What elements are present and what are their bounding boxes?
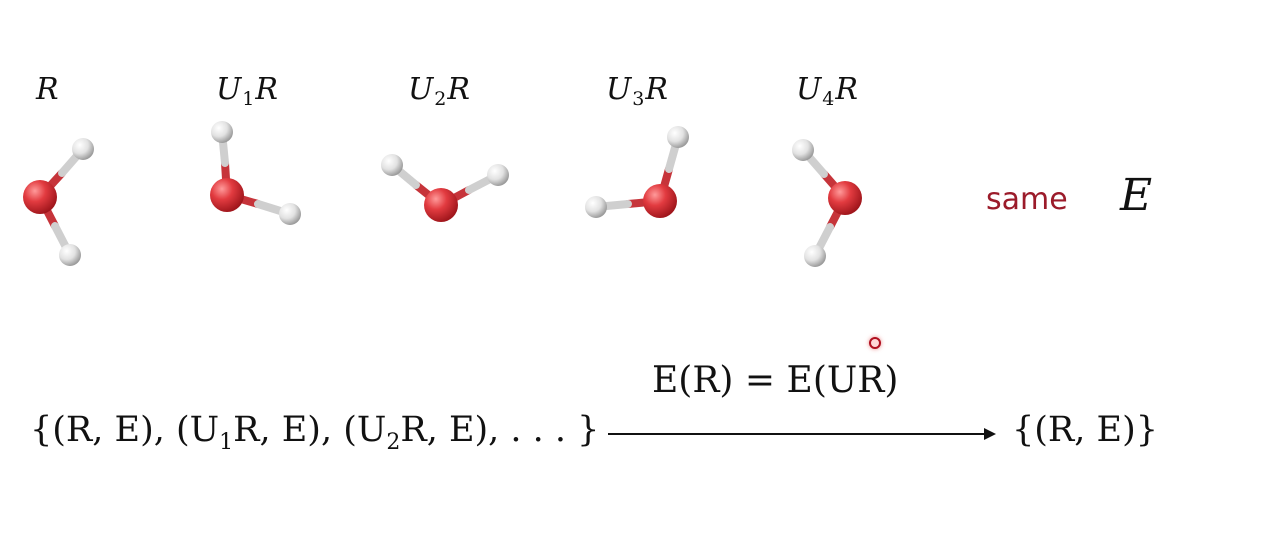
equation-equals: = (733, 360, 787, 401)
dataset-left-part2: R, E), (U (233, 410, 387, 450)
label-U3R: U3R (606, 72, 668, 110)
molecule-U4R (792, 139, 862, 267)
reduction-arrow (608, 428, 996, 440)
hydrogen-atom (279, 203, 301, 225)
oxygen-atom (643, 184, 677, 218)
hydrogen-atom (585, 196, 607, 218)
label-U2R: U2R (408, 72, 470, 110)
oxygen-atom (828, 181, 862, 215)
oxygen-atom (424, 188, 458, 222)
molecule-U3R (585, 126, 689, 218)
oxygen-atom (23, 180, 57, 214)
label-U4R-base: U (796, 72, 822, 107)
oxygen-atom (210, 178, 244, 212)
hydrogen-atom (59, 244, 81, 266)
label-U3R-sub: 3 (632, 88, 645, 110)
hydrogen-atom (72, 138, 94, 160)
same-label: same (986, 182, 1068, 217)
label-U1R: U1R (216, 72, 278, 110)
label-U1R-base: U (216, 72, 242, 107)
dataset-left-sub2: 2 (386, 430, 401, 455)
label-U4R: U4R (796, 72, 858, 110)
hydrogen-atom (667, 126, 689, 148)
invariance-equation: E(R) = E(UR) (652, 360, 898, 401)
label-U2R-tail: R (447, 72, 470, 107)
label-U4R-sub: 4 (822, 88, 835, 110)
label-R-text: R (36, 72, 59, 107)
label-U1R-sub: 1 (242, 88, 255, 110)
water-molecules-diagram (23, 121, 862, 267)
dataset-left-part1: {(R, E), (U (30, 410, 220, 450)
molecule-U2R (381, 154, 509, 222)
dataset-left-sub1: 1 (219, 430, 234, 455)
hydrogen-atom (487, 164, 509, 186)
hydrogen-atom (792, 139, 814, 161)
cursor-pointer (869, 337, 881, 349)
augmented-dataset: {(R, E), (U1R, E), (U2R, E), . . . } (30, 410, 600, 455)
reduced-dataset: {(R, E)} (1012, 410, 1158, 450)
label-U2R-sub: 2 (434, 88, 447, 110)
molecule-U1R (210, 121, 301, 225)
label-U4R-tail: R (835, 72, 858, 107)
dataset-left-part3: R, E), . . . } (400, 410, 600, 450)
label-U2R-base: U (408, 72, 434, 107)
hydrogen-atom (804, 245, 826, 267)
hydrogen-atom (381, 154, 403, 176)
hydrogen-atom (211, 121, 233, 143)
equation-lhs: E(R) (652, 360, 734, 401)
molecule-R (23, 138, 94, 266)
label-U3R-tail: R (645, 72, 668, 107)
label-U3R-base: U (606, 72, 632, 107)
equation-rhs: E(UR) (786, 360, 899, 401)
label-U1R-tail: R (255, 72, 278, 107)
label-R: R (36, 72, 59, 107)
same-energy-symbol: E (1120, 170, 1153, 221)
